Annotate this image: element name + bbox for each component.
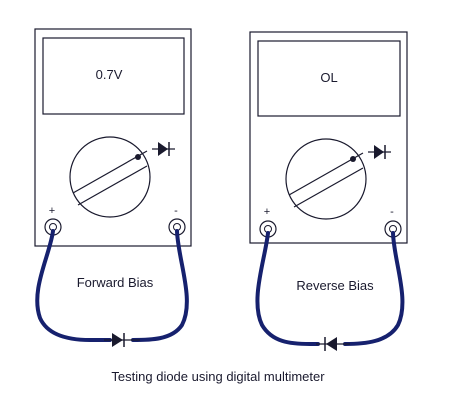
diagram-caption: Testing diode using digital multimeter	[111, 369, 325, 384]
diode-symbol-icon	[368, 145, 391, 159]
right-meter-display	[257, 40, 401, 117]
left-positive-lead	[35, 229, 112, 342]
left-positive-label: +	[49, 205, 55, 217]
left-negative-terminal[interactable]	[168, 218, 186, 236]
right-dial-pointer-line-lower	[293, 167, 364, 208]
right-negative-lead	[343, 231, 405, 346]
left-dial-pointer-line-lower	[77, 165, 148, 206]
forward-bias-label: Forward Bias	[77, 275, 154, 290]
right-multimeter: OL + -	[249, 31, 408, 351]
left-negative-label: -	[174, 205, 178, 217]
left-dial-indicator-dot	[135, 154, 141, 160]
reverse-bias-label: Reverse Bias	[296, 278, 374, 293]
right-negative-label: -	[390, 206, 394, 218]
right-rotary-dial[interactable]	[285, 138, 367, 220]
left-multimeter: 0.7V + -	[34, 28, 192, 347]
right-dial-knob[interactable]	[285, 138, 367, 220]
left-dial-knob[interactable]	[69, 136, 151, 218]
diode-icon	[104, 333, 140, 347]
right-meter-reading: OL	[320, 70, 337, 85]
right-dial-indicator-dot	[350, 156, 356, 162]
left-negative-lead	[131, 229, 189, 342]
left-meter-display	[42, 37, 185, 115]
diode-symbol-icon	[152, 142, 175, 156]
left-meter-reading: 0.7V	[96, 67, 123, 82]
right-positive-lead	[255, 231, 320, 346]
left-dial-pointer-line-upper	[72, 150, 148, 194]
right-positive-label: +	[264, 206, 270, 218]
diode-icon	[316, 337, 350, 351]
right-positive-terminal[interactable]	[259, 220, 277, 238]
left-rotary-dial[interactable]	[69, 136, 151, 218]
